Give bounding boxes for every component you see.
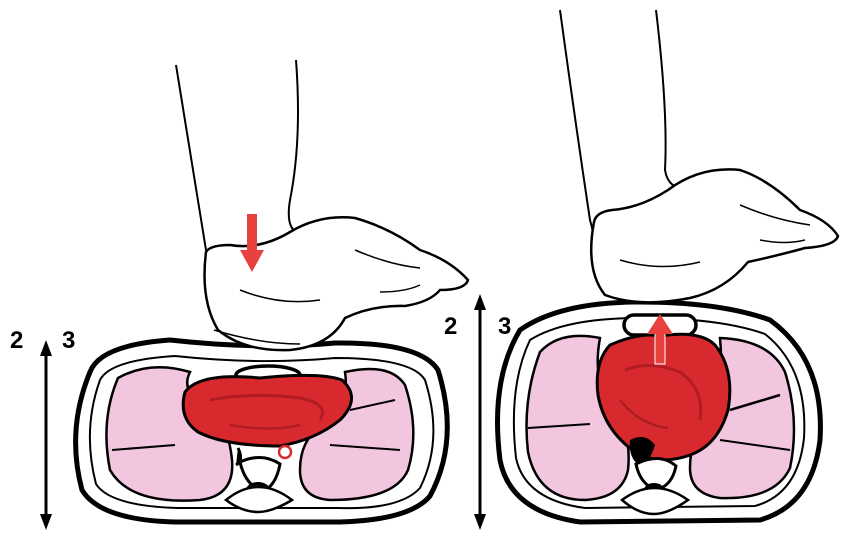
left-rescuer-hand bbox=[176, 60, 468, 350]
left-chest-cross-section bbox=[76, 340, 448, 522]
left-label-3: 3 bbox=[62, 327, 75, 354]
right-label-2: 2 bbox=[444, 313, 457, 340]
left-panel-compressed: 2 3 bbox=[10, 60, 468, 530]
left-depth-arrow bbox=[40, 340, 52, 530]
right-rescuer-hand bbox=[560, 10, 838, 302]
right-depth-arrow bbox=[474, 294, 486, 530]
left-label-2: 2 bbox=[10, 327, 23, 354]
right-panel-recoil: 2 3 bbox=[444, 10, 838, 530]
left-hand-palm bbox=[205, 217, 469, 350]
right-label-3: 3 bbox=[498, 313, 511, 340]
right-hand-palm bbox=[591, 169, 838, 302]
